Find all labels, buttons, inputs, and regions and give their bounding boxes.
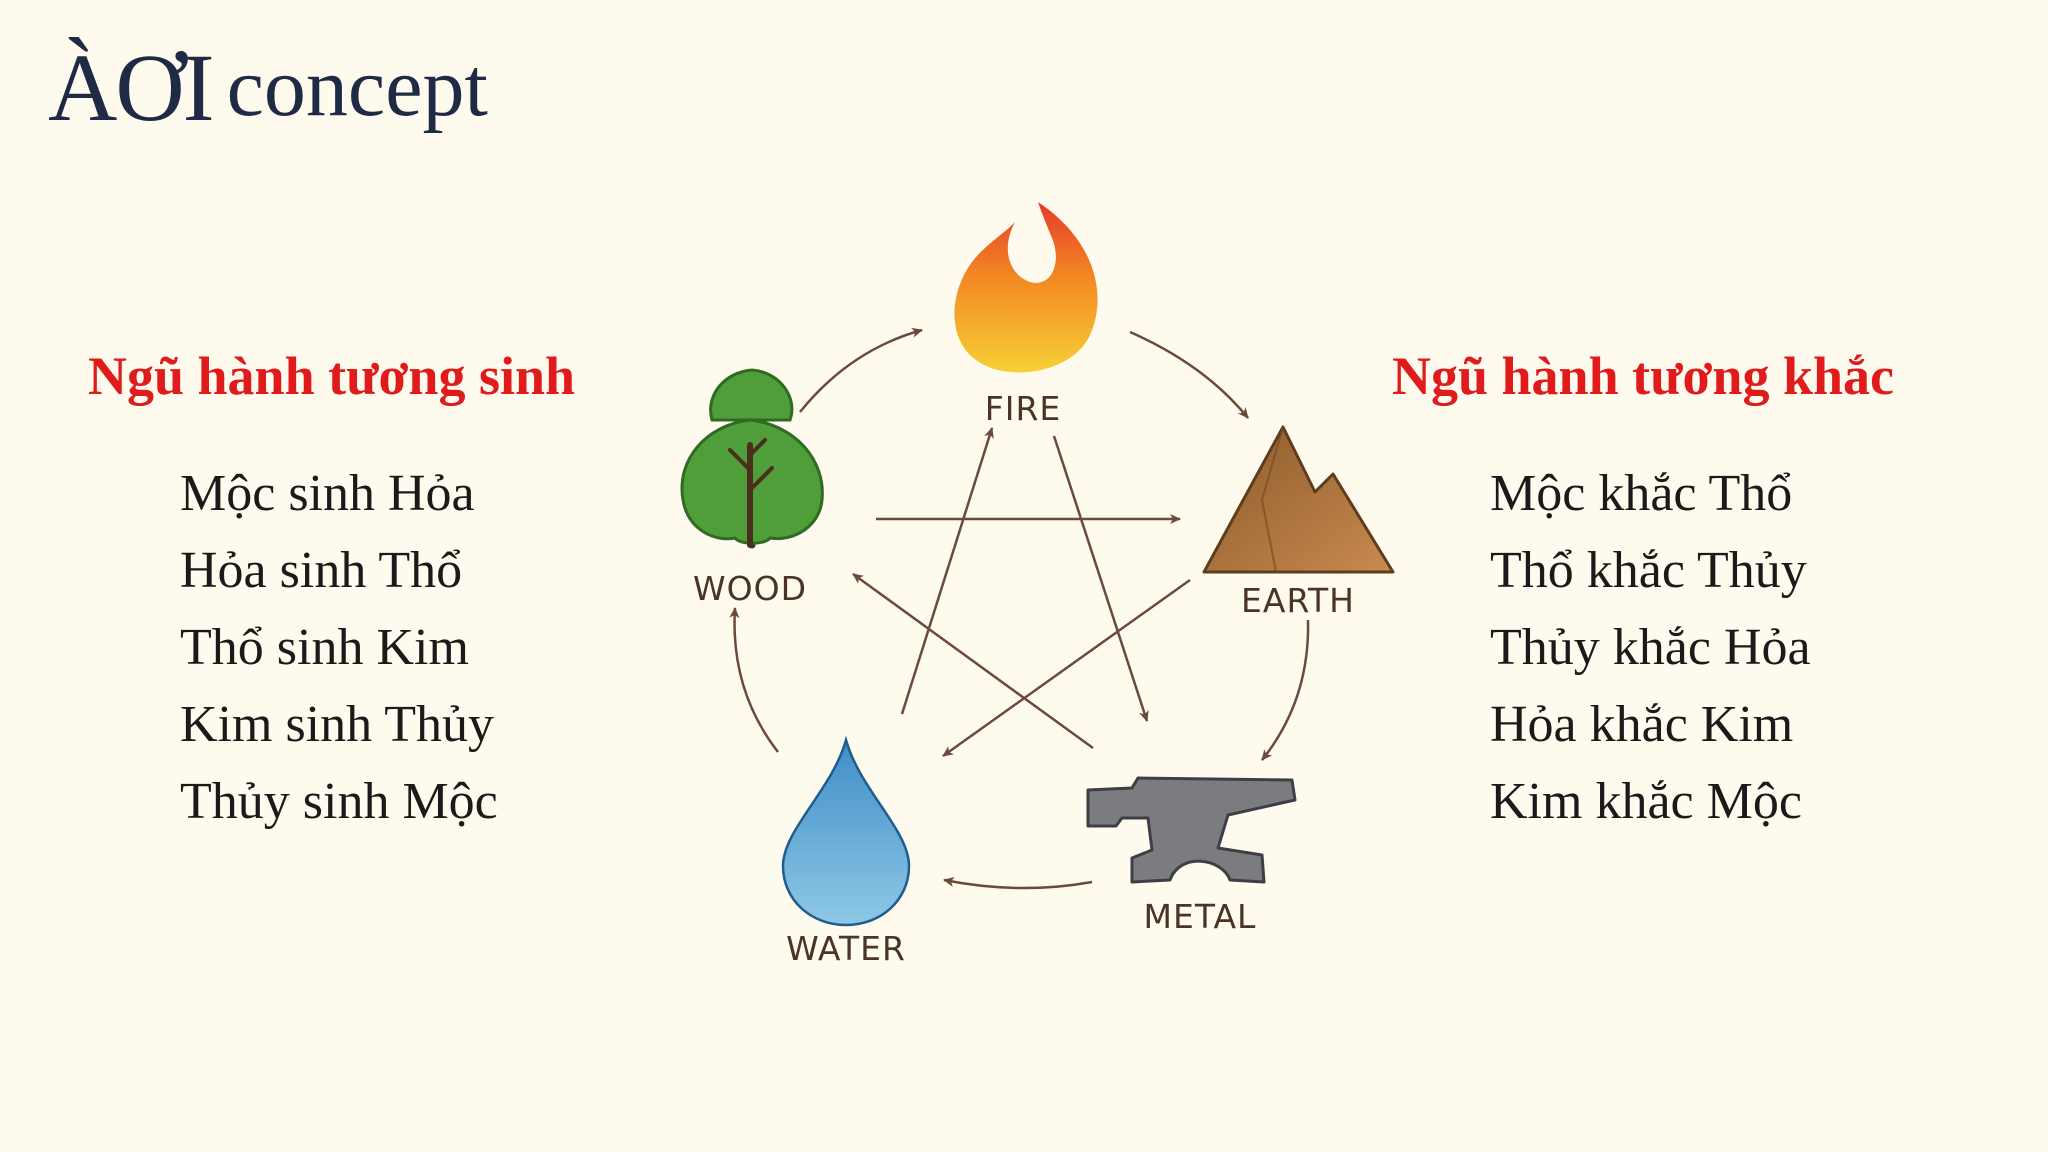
overcoming-arrows <box>852 427 1191 758</box>
list-item: Thổ sinh Kim <box>180 619 469 676</box>
brand-word: concept <box>226 41 488 134</box>
list-item: Thủy sinh Mộc <box>180 773 498 830</box>
arrow-fire-to-metal <box>1052 435 1149 722</box>
earth-icon: EARTH <box>1202 425 1395 620</box>
arrow-wood-to-fire <box>799 327 923 413</box>
arrow-water-to-wood <box>729 607 779 753</box>
metal-label: METAL <box>1144 897 1257 936</box>
arrow-fire-to-earth <box>1129 330 1249 419</box>
wood-label: WOOD <box>693 569 807 608</box>
arrow-earth-to-metal <box>1261 619 1310 761</box>
list-item: Mộc khắc Thổ <box>1490 465 1793 522</box>
arrow-earth-to-water <box>942 578 1191 758</box>
list-item: Hỏa khắc Kim <box>1490 696 1794 753</box>
list-item: Mộc sinh Hỏa <box>180 465 475 522</box>
arrow-metal-to-water <box>943 877 1093 890</box>
arrow-metal-to-wood <box>852 572 1094 750</box>
list-item: Thủy khắc Hỏa <box>1490 619 1811 676</box>
generating-cycle-list: Mộc sinh Hỏa Hỏa sinh Thổ Thổ sinh Kim K… <box>180 455 498 840</box>
fire-icon: FIRE <box>954 202 1098 428</box>
overcoming-cycle-list: Mộc khắc Thổ Thổ khắc Thủy Thủy khắc Hỏa… <box>1490 455 1811 840</box>
brand-mark: ÀƠI <box>48 34 215 141</box>
brand-logo: ÀƠI concept <box>48 40 488 136</box>
arrow-water-to-fire <box>900 427 994 715</box>
water-drop-icon: WATER <box>781 735 911 968</box>
generating-arrows <box>729 327 1310 890</box>
overcoming-cycle-title: Ngũ hành tương khắc <box>1392 346 1894 406</box>
list-item: Thổ khắc Thủy <box>1490 542 1807 599</box>
fire-label: FIRE <box>985 389 1062 428</box>
water-label: WATER <box>786 929 906 968</box>
tree-icon: WOOD <box>680 368 824 608</box>
list-item: Kim khắc Mộc <box>1490 773 1802 830</box>
anvil-icon: METAL <box>1086 776 1297 936</box>
generating-cycle-title: Ngũ hành tương sinh <box>88 346 576 406</box>
earth-label: EARTH <box>1241 581 1355 620</box>
list-item: Hỏa sinh Thổ <box>180 542 463 599</box>
list-item: Kim sinh Thủy <box>180 696 494 753</box>
